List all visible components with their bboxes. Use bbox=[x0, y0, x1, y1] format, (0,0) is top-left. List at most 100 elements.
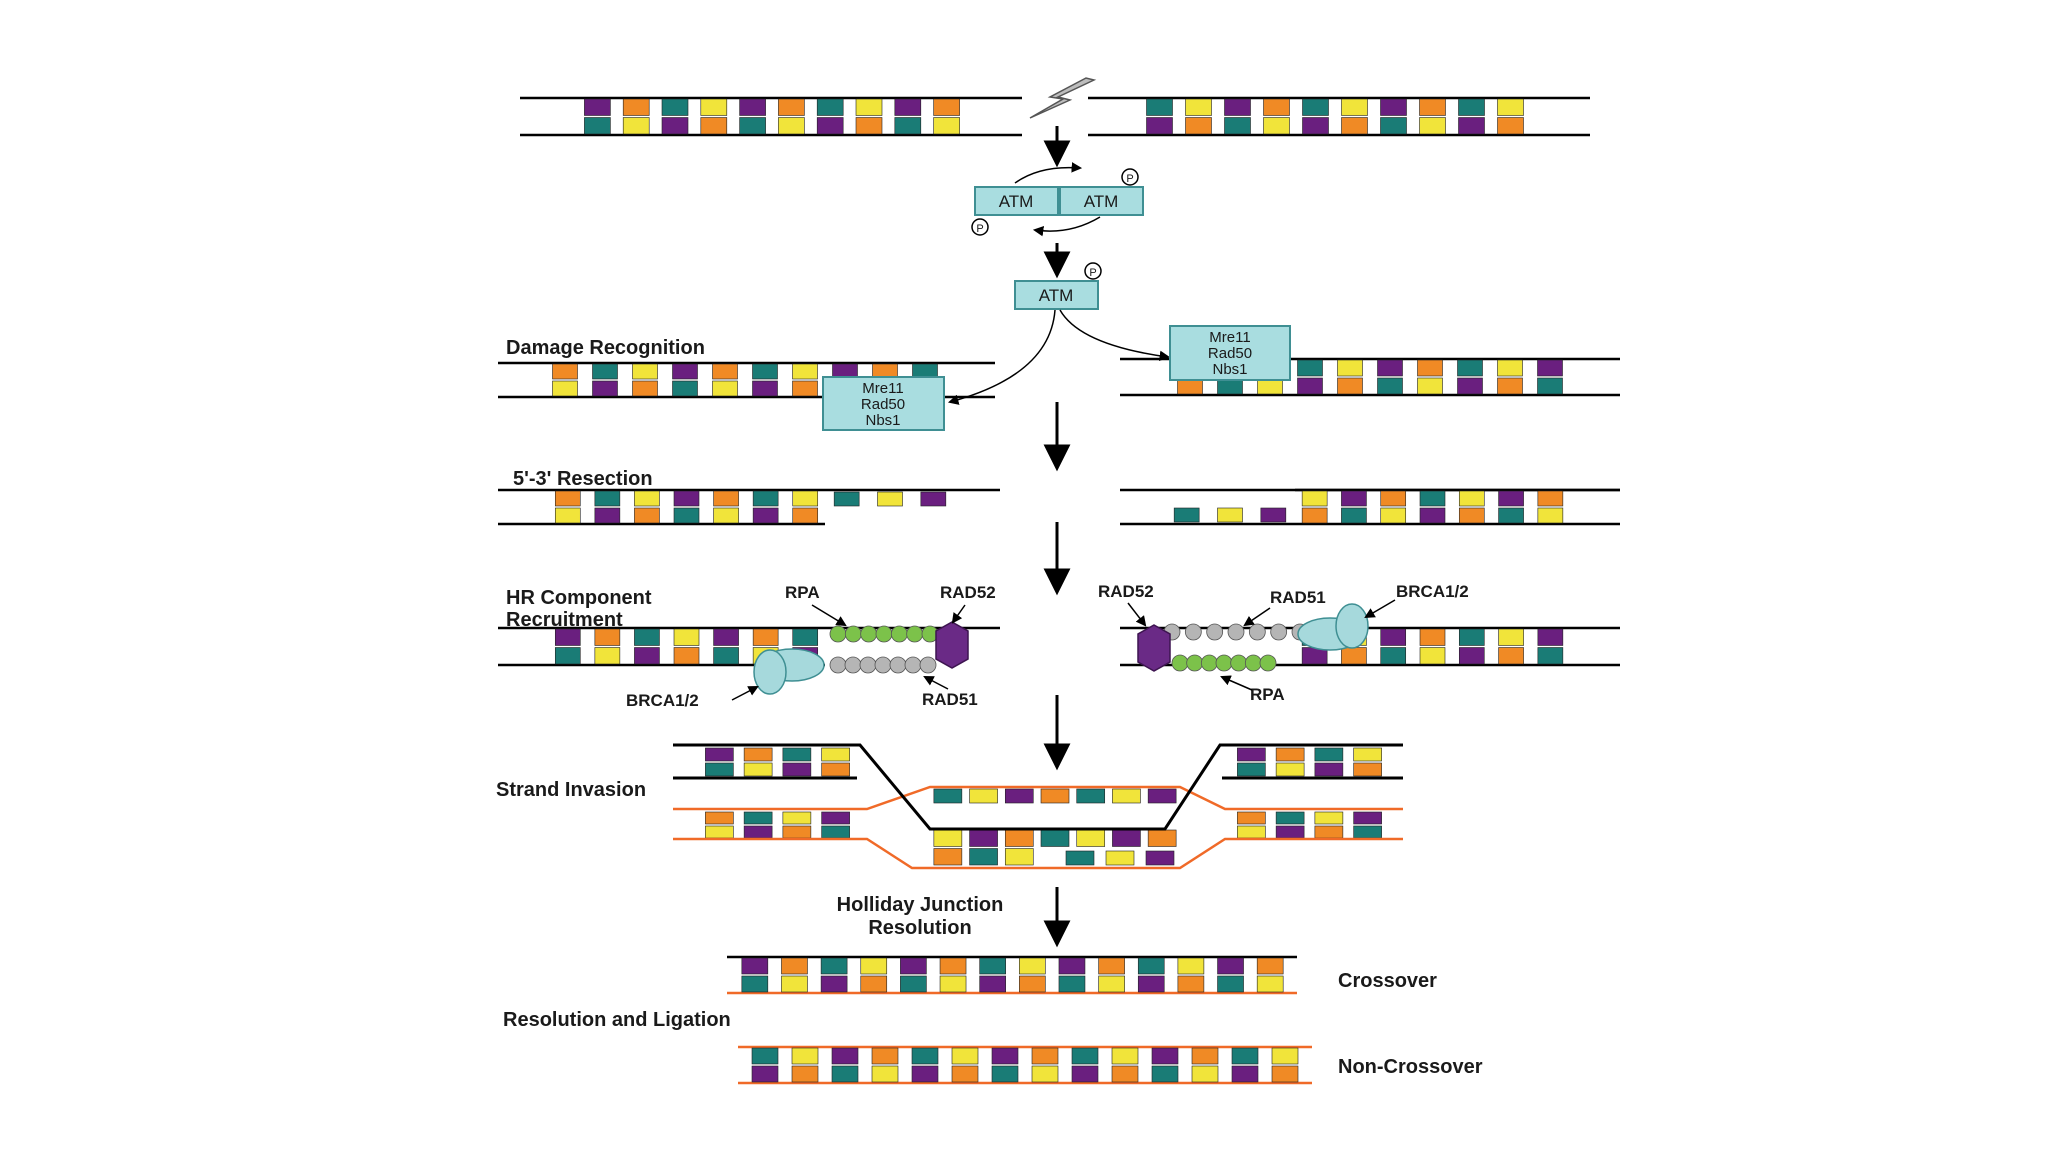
dna-base bbox=[933, 829, 963, 847]
dna-base bbox=[951, 1065, 979, 1083]
dna-base bbox=[969, 788, 998, 804]
dna-base bbox=[700, 117, 728, 135]
rad51-bead bbox=[919, 656, 937, 674]
dna-base bbox=[933, 98, 960, 116]
dna-base bbox=[894, 117, 922, 135]
dna-base bbox=[751, 1065, 779, 1083]
invasion-strands bbox=[673, 743, 1403, 870]
dna-base bbox=[1191, 1065, 1219, 1083]
dna-base bbox=[1380, 647, 1407, 665]
dna-base bbox=[1040, 829, 1070, 847]
dna-base bbox=[1260, 507, 1287, 523]
step-label-recruitment-line1: HR Component bbox=[506, 587, 652, 609]
dna-base bbox=[1275, 762, 1305, 777]
dna-base bbox=[1191, 1047, 1219, 1065]
dna-base bbox=[673, 647, 700, 665]
dna-base bbox=[1147, 788, 1177, 804]
dna-base bbox=[816, 117, 844, 135]
dna-base bbox=[1498, 490, 1524, 507]
dna-base bbox=[594, 490, 621, 507]
dna-base bbox=[778, 98, 805, 116]
dna-base bbox=[1537, 490, 1564, 507]
dna-base bbox=[1177, 975, 1205, 993]
dna-base bbox=[1337, 359, 1363, 377]
dna-base bbox=[1419, 507, 1446, 524]
dna-base bbox=[584, 117, 611, 135]
step-label-resection: 5'-3' Resection bbox=[513, 468, 653, 490]
dna-base bbox=[1031, 1047, 1059, 1065]
protein-label-rpa: RPA bbox=[1250, 685, 1285, 704]
dna-base bbox=[752, 507, 779, 524]
dna-base bbox=[1301, 507, 1328, 524]
dna-base bbox=[1497, 377, 1523, 395]
dna-base bbox=[1019, 957, 1046, 975]
dna-base bbox=[554, 647, 581, 665]
dna-base bbox=[1419, 98, 1446, 116]
dna-base bbox=[1237, 747, 1266, 762]
dna-base bbox=[1380, 490, 1407, 507]
dna-base bbox=[1341, 117, 1368, 135]
dna-base bbox=[1146, 98, 1173, 116]
dna-base bbox=[743, 811, 773, 825]
dna-base bbox=[1341, 507, 1367, 524]
dna-base bbox=[1224, 117, 1251, 135]
dna-base bbox=[894, 98, 922, 116]
dna-base bbox=[792, 380, 818, 397]
protein-label-rpa: RPA bbox=[785, 583, 820, 602]
dna-base bbox=[594, 647, 621, 665]
protein-label-rad51: RAD51 bbox=[1270, 588, 1326, 607]
dna-base bbox=[820, 975, 848, 993]
pointer-arrow bbox=[1127, 602, 1147, 627]
dna-base bbox=[1314, 747, 1344, 762]
rpa-bead bbox=[829, 625, 847, 643]
mrn-label-mre11: Mre11 bbox=[862, 380, 903, 397]
mrn-complex-right: Mre11 Rad50 Nbs1 bbox=[1169, 325, 1291, 381]
mrn-box bbox=[822, 376, 945, 431]
dna-base bbox=[1147, 829, 1177, 847]
dna-base bbox=[781, 975, 808, 993]
dna-base bbox=[1419, 647, 1446, 665]
mrn-box bbox=[1169, 325, 1291, 381]
dna-base bbox=[705, 811, 734, 825]
rad51-bead bbox=[859, 656, 877, 674]
dna-base bbox=[1004, 829, 1034, 847]
dna-base bbox=[1302, 117, 1329, 135]
dna-base bbox=[1537, 359, 1563, 377]
dna-base bbox=[911, 1065, 939, 1083]
dna-base bbox=[1498, 628, 1524, 646]
dna-base bbox=[554, 507, 581, 524]
brca-complex bbox=[1335, 603, 1369, 649]
rad51-bead bbox=[844, 656, 862, 674]
protein-filaments bbox=[829, 623, 1309, 674]
pointer-arrow bbox=[951, 604, 966, 624]
rad51-bead bbox=[874, 656, 892, 674]
dna-base bbox=[1353, 762, 1382, 777]
pointer-arrow bbox=[1243, 607, 1271, 627]
dna-base bbox=[1263, 117, 1290, 135]
mrn-label-rad50: Rad50 bbox=[861, 396, 905, 413]
dna-base bbox=[673, 490, 700, 507]
dna-base bbox=[821, 811, 850, 825]
dna-base bbox=[1497, 98, 1524, 116]
dna-base bbox=[911, 1047, 939, 1065]
dna-base bbox=[979, 957, 1006, 975]
dna-base bbox=[1353, 811, 1382, 825]
dna-base bbox=[1275, 825, 1305, 839]
dna-base bbox=[739, 98, 766, 116]
dna-base bbox=[752, 363, 778, 380]
dna-base bbox=[1146, 117, 1173, 135]
dna-base bbox=[741, 957, 769, 975]
dna-base bbox=[1040, 788, 1070, 804]
dna-base bbox=[1353, 825, 1382, 839]
protein-label-rad52: RAD52 bbox=[1098, 582, 1154, 601]
dna-base bbox=[552, 380, 578, 397]
dna-base bbox=[632, 363, 658, 380]
dna-base bbox=[705, 825, 734, 839]
dna-base bbox=[1498, 507, 1524, 524]
dna-base bbox=[1341, 647, 1367, 665]
rad52-protein bbox=[1137, 624, 1171, 672]
phosphate-icon bbox=[1121, 168, 1139, 186]
dna-base bbox=[554, 490, 581, 507]
dna-base bbox=[1098, 957, 1125, 975]
